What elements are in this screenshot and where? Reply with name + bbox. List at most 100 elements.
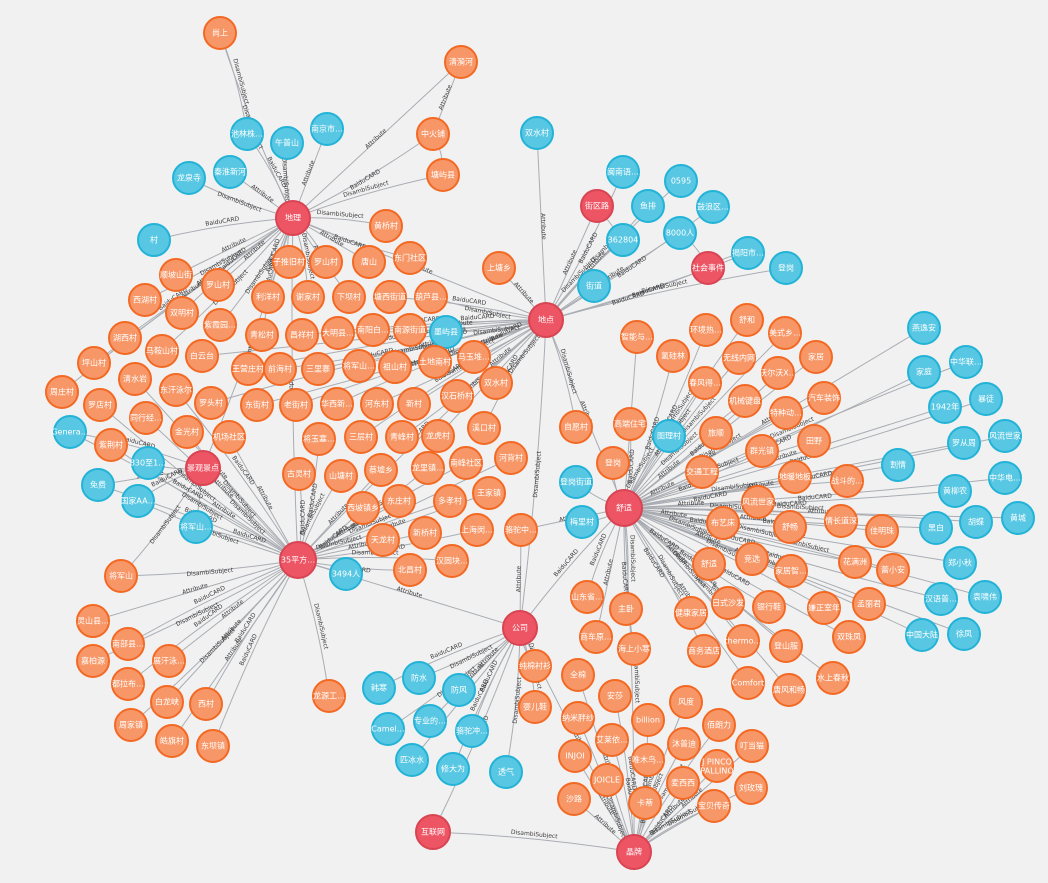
- entity-node[interactable]: 东汗泳尔: [159, 373, 193, 407]
- node-circle[interactable]: [905, 618, 939, 652]
- value-node[interactable]: 池林株…: [230, 117, 264, 151]
- entity-node[interactable]: 华西新…: [320, 387, 354, 421]
- node-circle[interactable]: [76, 644, 110, 678]
- relation-edge[interactable]: [127, 559, 299, 645]
- value-node[interactable]: 韩寒: [362, 671, 396, 705]
- node-circle[interactable]: [324, 459, 358, 493]
- entity-node[interactable]: 家居: [799, 340, 833, 374]
- node-circle[interactable]: [797, 424, 831, 458]
- entity-node[interactable]: 汉固块…: [435, 544, 469, 578]
- entity-node[interactable]: 都拉布…: [111, 667, 145, 701]
- node-circle[interactable]: [663, 216, 697, 250]
- value-node[interactable]: 燕逸安: [907, 311, 941, 345]
- node-circle[interactable]: [302, 422, 336, 456]
- node-circle[interactable]: [734, 771, 768, 805]
- node-circle[interactable]: [924, 582, 958, 616]
- relation-edge[interactable]: [614, 695, 635, 853]
- entity-node[interactable]: 宝贝传奇: [697, 789, 731, 823]
- entity-node[interactable]: 中火铺: [416, 117, 450, 151]
- entity-node[interactable]: 舒和: [730, 303, 764, 337]
- entity-node[interactable]: 坪山村: [77, 346, 111, 380]
- node-circle[interactable]: [150, 685, 184, 719]
- node-circle[interactable]: [711, 586, 745, 620]
- node-circle[interactable]: [131, 446, 165, 480]
- node-circle[interactable]: [360, 387, 394, 421]
- node-circle[interactable]: [457, 340, 491, 374]
- node-circle[interactable]: [53, 415, 87, 449]
- entity-node[interactable]: 青松村: [245, 318, 279, 352]
- node-circle[interactable]: [730, 303, 764, 337]
- relation-edge[interactable]: [623, 332, 786, 509]
- entity-node[interactable]: 南峰社区: [449, 446, 483, 480]
- node-circle[interactable]: [579, 620, 613, 654]
- node-circle[interactable]: [876, 553, 910, 587]
- entity-node[interactable]: 登山服: [769, 629, 803, 663]
- node-circle[interactable]: [799, 340, 833, 374]
- node-circle[interactable]: [111, 627, 145, 661]
- entity-node[interactable]: 北昌村: [393, 553, 427, 587]
- node-circle[interactable]: [165, 296, 199, 330]
- node-circle[interactable]: [382, 484, 416, 518]
- entity-node[interactable]: billion: [631, 703, 665, 737]
- node-circle[interactable]: [669, 685, 703, 719]
- value-node[interactable]: 中国大陆: [905, 618, 939, 652]
- node-circle[interactable]: [128, 283, 162, 317]
- value-node[interactable]: 揭阳市…: [731, 236, 765, 270]
- node-circle[interactable]: [83, 388, 117, 422]
- entity-node[interactable]: 王家镇: [472, 476, 506, 510]
- entity-node[interactable]: 水上春秋: [816, 661, 850, 695]
- entity-node[interactable]: 舒适: [692, 547, 726, 581]
- node-circle[interactable]: [807, 381, 841, 415]
- node-circle[interactable]: [346, 491, 380, 525]
- node-circle[interactable]: [408, 516, 442, 550]
- entity-node[interactable]: 大明县…: [321, 316, 355, 350]
- node-circle[interactable]: [726, 624, 760, 658]
- relation-edge[interactable]: [545, 267, 709, 321]
- node-circle[interactable]: [472, 476, 506, 510]
- entity-node[interactable]: 龙虎村: [421, 419, 455, 453]
- entity-node[interactable]: 山塘村: [324, 459, 358, 493]
- entity-node[interactable]: 沐普迪: [667, 727, 701, 761]
- entity-node[interactable]: 三里寨: [301, 352, 335, 386]
- node-circle[interactable]: [460, 513, 494, 547]
- node-circle[interactable]: [489, 755, 523, 789]
- node-circle[interactable]: [310, 112, 344, 146]
- node-circle[interactable]: [652, 419, 686, 453]
- value-node[interactable]: 匹冰水: [395, 743, 429, 777]
- node-circle[interactable]: [159, 373, 193, 407]
- entity-node[interactable]: 南部县…: [111, 627, 145, 661]
- node-circle[interactable]: [395, 743, 429, 777]
- node-circle[interactable]: [666, 766, 700, 800]
- node-circle[interactable]: [596, 446, 630, 480]
- node-circle[interactable]: [824, 504, 858, 538]
- node-circle[interactable]: [741, 485, 775, 519]
- entity-node[interactable]: 西村: [189, 687, 223, 721]
- value-node[interactable]: 登岗街道: [559, 465, 593, 499]
- node-circle[interactable]: [251, 280, 285, 314]
- node-circle[interactable]: [617, 632, 651, 666]
- entity-node[interactable]: 艾莱依…: [595, 723, 629, 757]
- node-circle[interactable]: [263, 352, 297, 386]
- node-circle[interactable]: [240, 388, 274, 422]
- relation-edge[interactable]: [92, 559, 299, 622]
- entity-node[interactable]: 紫荆村: [94, 428, 128, 462]
- node-circle[interactable]: [416, 117, 450, 151]
- node-circle[interactable]: [772, 673, 806, 707]
- entity-node[interactable]: 银行鞋: [752, 590, 786, 624]
- entity-node[interactable]: 登岗: [596, 446, 630, 480]
- node-circle[interactable]: [697, 789, 731, 823]
- node-circle[interactable]: [442, 673, 476, 707]
- node-circle[interactable]: [502, 610, 538, 646]
- node-circle[interactable]: [152, 644, 186, 678]
- value-node[interactable]: 防水: [402, 661, 436, 695]
- entity-node[interactable]: 健康家居: [674, 596, 708, 630]
- entity-node[interactable]: 氢硅林: [656, 339, 690, 373]
- value-node[interactable]: 黑白: [919, 511, 953, 545]
- relation-edge[interactable]: [389, 296, 547, 321]
- entity-node[interactable]: 前海村: [263, 352, 297, 386]
- entity-node[interactable]: 西湖村: [128, 283, 162, 317]
- node-circle[interactable]: [528, 302, 564, 338]
- value-node[interactable]: 登岗: [769, 251, 803, 285]
- entity-node[interactable]: 骆驼中…: [504, 513, 538, 547]
